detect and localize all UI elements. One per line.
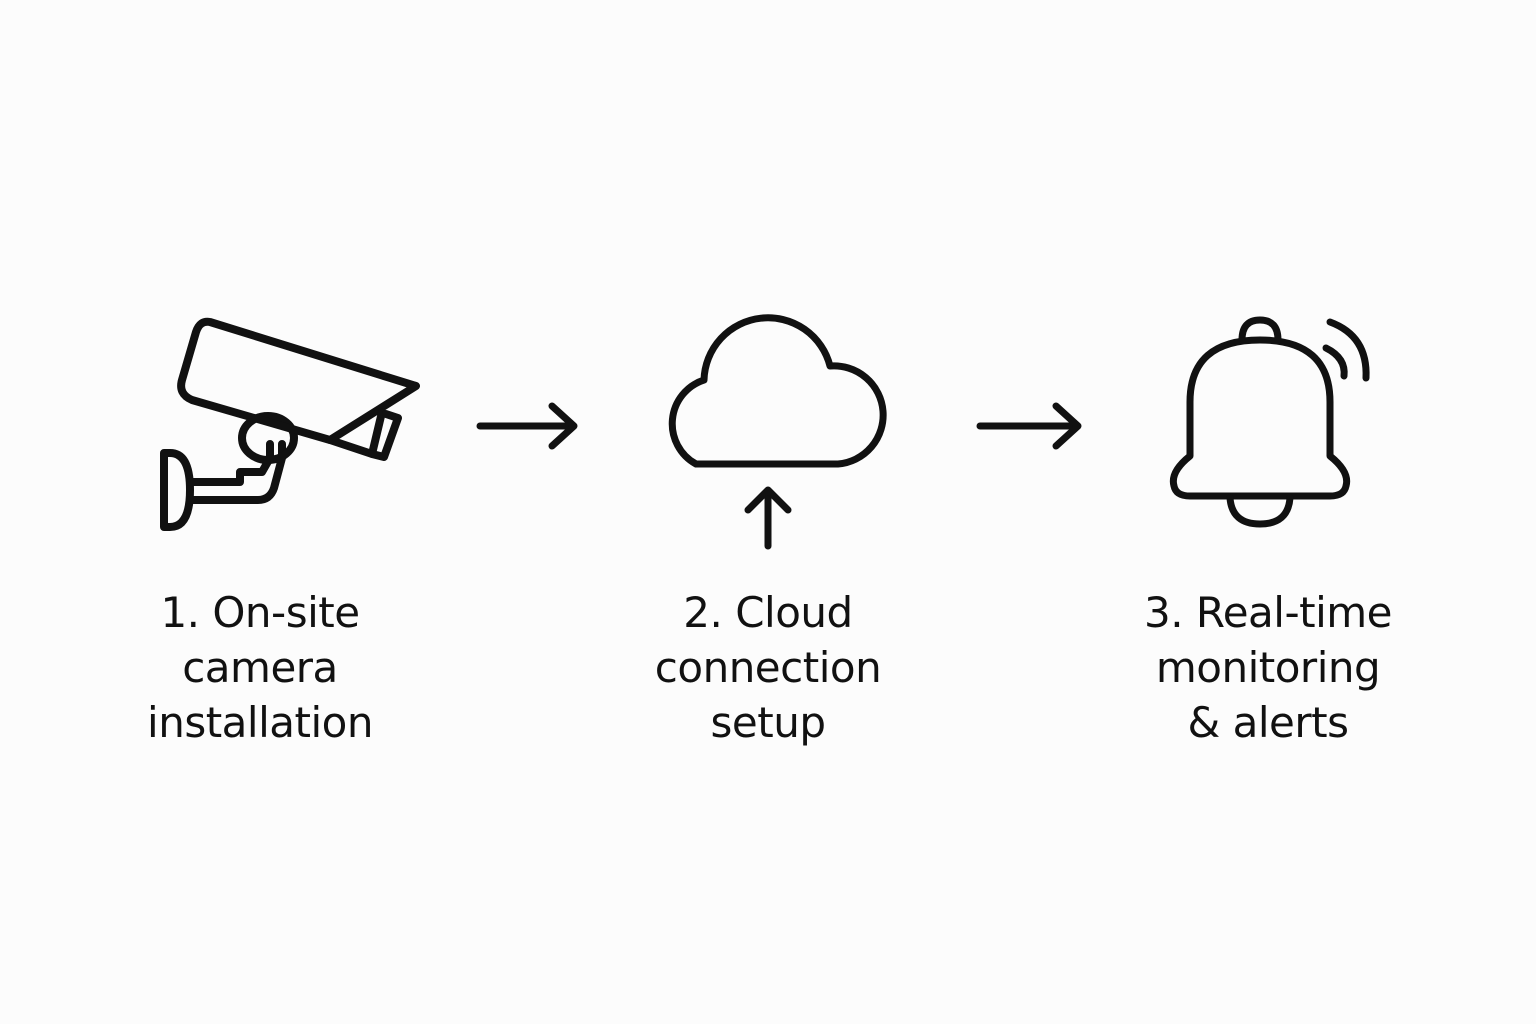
step-3-label: 3. Real-time monitoring & alerts — [1088, 585, 1448, 750]
step-2-label-line-1: 2. Cloud — [683, 588, 853, 637]
arrow-right-icon — [976, 402, 1084, 450]
step-2-label-line-3: setup — [710, 698, 826, 747]
step-2-label: 2. Cloud connection setup — [588, 585, 948, 750]
step-1-label: 1. On-site camera installation — [80, 585, 440, 750]
step-3-label-line-1: 3. Real-time — [1143, 588, 1393, 637]
step-3-label-line-2: monitoring — [1155, 643, 1381, 692]
step-1-label-line-3: installation — [147, 698, 373, 747]
security-camera-icon — [150, 310, 430, 540]
step-2-label-line-2: connection — [654, 643, 882, 692]
step-1-label-line-2: camera — [182, 643, 338, 692]
bell-alert-icon — [1166, 312, 1378, 532]
arrow-right-icon — [476, 402, 580, 450]
step-1-label-line-1: 1. On-site — [160, 588, 360, 637]
cloud-upload-icon — [640, 306, 896, 552]
step-3-label-line-3: & alerts — [1187, 698, 1349, 747]
